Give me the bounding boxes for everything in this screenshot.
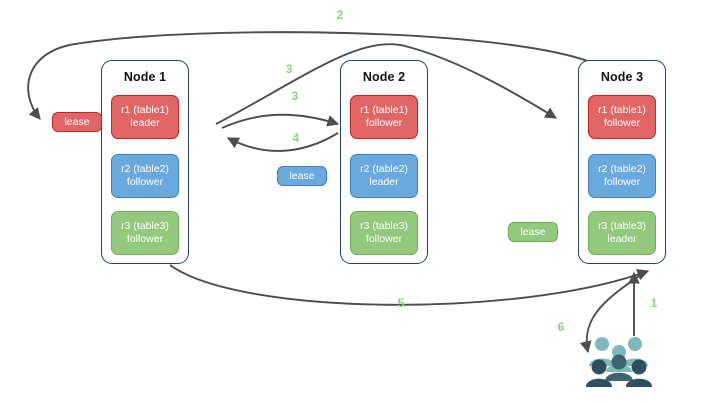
lease-badge-red[interactable]: lease	[52, 112, 102, 132]
replica-label-line2: follower	[603, 176, 641, 188]
replica-n3-r1[interactable]: r1 (table1) follower	[588, 95, 656, 139]
replica-label-line2: leader	[130, 117, 160, 129]
edge-3-to-node2	[221, 113, 340, 129]
step-label-2: 2	[336, 8, 344, 22]
people-front-row-outer	[586, 359, 652, 387]
replica-n3-r3[interactable]: r3 (table3) leader	[588, 211, 656, 255]
node-2-title: Node 2	[362, 70, 406, 84]
replica-label-line2: follower	[365, 117, 403, 129]
replica-label-line1: r1 (table1)	[598, 104, 646, 116]
replica-label-line1: r2 (table2)	[360, 163, 408, 175]
replica-label-line1: r2 (table2)	[121, 163, 169, 175]
replica-n1-r1[interactable]: r1 (table1) leader	[111, 95, 179, 139]
lease-label: lease	[520, 226, 546, 238]
edge-4	[226, 132, 339, 152]
replica-label-line2: follower	[126, 233, 164, 245]
people-icon	[586, 337, 652, 387]
replica-label-line2: follower	[365, 233, 403, 245]
replica-n2-r3[interactable]: r3 (table3) follower	[350, 211, 418, 255]
replica-label-line2: leader	[369, 176, 399, 188]
replica-label-line1: r3 (table3)	[121, 220, 169, 232]
replica-n3-r2[interactable]: r2 (table2) follower	[588, 154, 656, 198]
replica-label-line2: follower	[603, 117, 641, 129]
step-label-5: 5	[397, 296, 405, 310]
step-label-1: 1	[650, 296, 658, 310]
replica-label-line1: r3 (table3)	[360, 220, 408, 232]
replica-label-line1: r1 (table1)	[121, 104, 169, 116]
replica-n2-r2[interactable]: r2 (table2) leader	[350, 154, 418, 198]
lease-label: lease	[289, 170, 315, 182]
step-label-4: 4	[292, 131, 300, 145]
node-3-title: Node 3	[600, 70, 644, 84]
step-label-3b: 3	[291, 89, 299, 103]
replica-label-line2: leader	[607, 233, 637, 245]
replica-n1-r3[interactable]: r3 (table3) follower	[111, 211, 179, 255]
replica-n1-r2[interactable]: r2 (table2) follower	[111, 154, 179, 198]
node-1-title: Node 1	[123, 70, 167, 84]
step-label-3a: 3	[285, 62, 293, 76]
replica-label-line2: follower	[126, 176, 164, 188]
lease-label: lease	[64, 116, 90, 128]
replica-label-line1: r1 (table1)	[360, 104, 408, 116]
people-front-row	[605, 354, 633, 381]
lease-badge-blue[interactable]: lease	[277, 166, 327, 186]
step-label-6: 6	[557, 320, 565, 334]
replica-label-line1: r2 (table2)	[598, 163, 646, 175]
replica-n2-r1[interactable]: r1 (table1) follower	[350, 95, 418, 139]
lease-badge-green[interactable]: lease	[508, 222, 558, 242]
replica-label-line1: r3 (table3)	[598, 220, 646, 232]
